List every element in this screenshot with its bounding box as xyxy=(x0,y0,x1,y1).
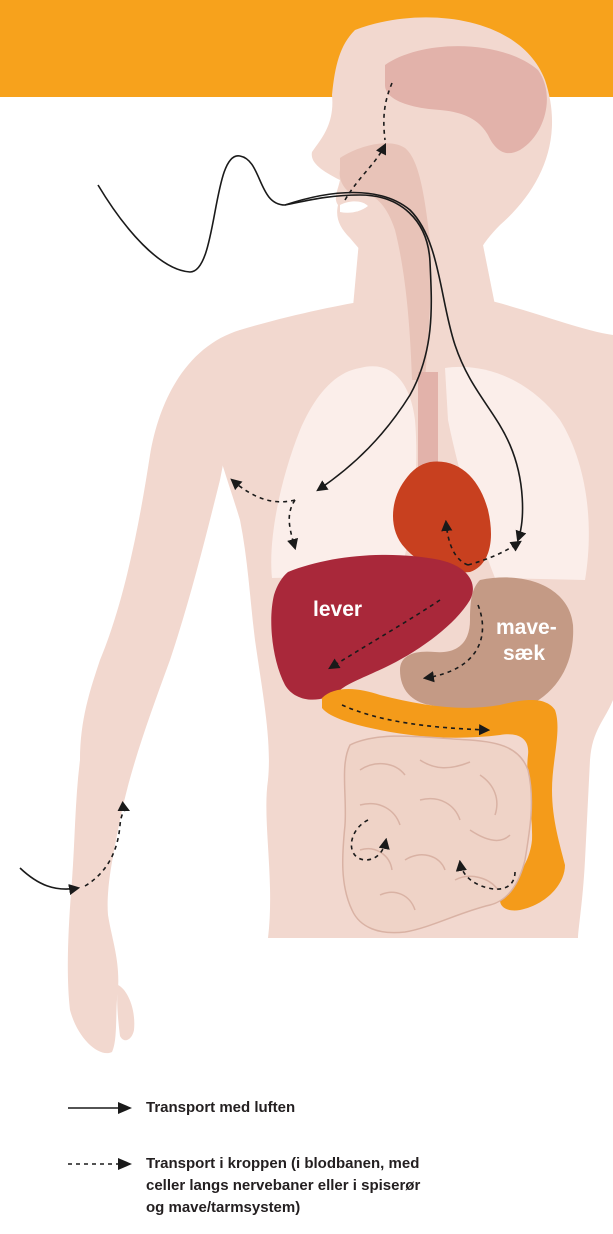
legend-body-transport-line1: Transport i kroppen (i blodbanen, med xyxy=(146,1153,586,1175)
legend-body-transport: Transport i kroppen (i blodbanen, med ce… xyxy=(68,1153,588,1229)
legend-body-transport-label: Transport i kroppen (i blodbanen, med ce… xyxy=(146,1153,586,1219)
legend-air-transport-label: Transport med luften xyxy=(146,1097,586,1119)
dashed-arrow-icon xyxy=(68,1157,138,1171)
legend-air-transport: Transport med luften xyxy=(68,1097,588,1125)
legend-body-transport-line2: celler langs nervebaner eller i spiserør xyxy=(146,1175,586,1197)
liver-label: lever xyxy=(313,597,362,622)
stomach-label-line1: mave- xyxy=(496,615,557,640)
legend-body-transport-line3: og mave/tarmsystem) xyxy=(146,1197,586,1219)
stomach-label-line2: sæk xyxy=(503,641,545,666)
solid-arrow-icon xyxy=(68,1101,138,1115)
